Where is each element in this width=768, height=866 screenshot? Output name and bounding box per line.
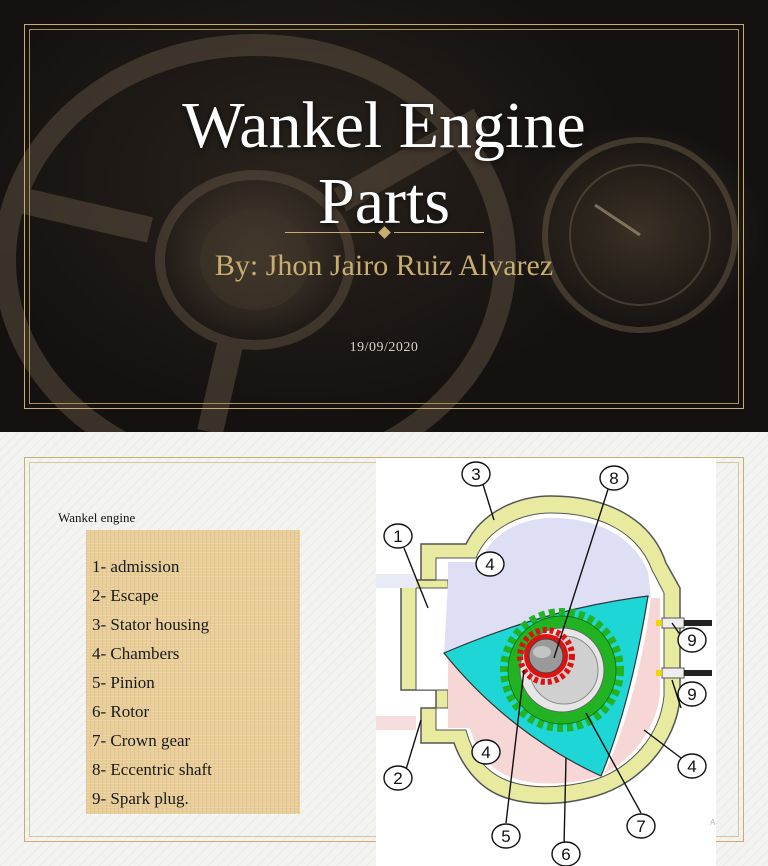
label-9-bottom: 9: [687, 685, 696, 704]
presentation-title: Wankel Engine Parts: [84, 88, 684, 240]
label-numbers: 1 3 8 2 4 4 9 9 4 7 6 5: [393, 465, 696, 864]
leader-9b: [671, 679, 682, 709]
legend-item: 2- Escape: [92, 586, 159, 605]
crown-gear-teeth: [500, 608, 624, 732]
label-6: 6: [561, 845, 570, 864]
chamber-top: [444, 518, 651, 653]
leader-2: [403, 719, 422, 777]
spark-plug-top: [656, 617, 712, 629]
title-line-1: Wankel Engine: [182, 89, 586, 162]
label-2: 2: [393, 769, 402, 788]
label-9-top: 9: [687, 631, 696, 650]
leader-1: [403, 547, 429, 609]
leader-6: [563, 757, 567, 847]
ornament-line-right: [394, 232, 484, 233]
presentation-date: 19/09/2020: [349, 340, 419, 355]
legend-item: 9- Spark plug.: [92, 789, 189, 808]
leader-4c: [643, 729, 682, 759]
title-slide: Wankel Engine Parts By: Jhon Jairo Ruiz …: [0, 0, 768, 432]
title-line-2: Parts: [318, 165, 450, 238]
legend-item: 8- Eccentric shaft: [92, 760, 212, 779]
intake-port: [376, 574, 416, 588]
wankel-diagram-svg: 1 3 8 2 4 4 9 9 4 7 6 5: [376, 461, 712, 866]
label-1: 1: [393, 527, 402, 546]
shaft-highlight: [533, 646, 551, 658]
watermark-text: A: [710, 818, 716, 827]
steering-wheel-background: [0, 34, 738, 432]
legend-item: 4- Chambers: [92, 644, 180, 663]
title-frame-inner: [29, 29, 739, 404]
diagram-caption: Wankel engine: [58, 510, 136, 525]
spark-plug-bottom: [656, 667, 712, 679]
parts-legend: 1- admission 2- Escape 3- Stator housing…: [86, 530, 300, 814]
label-4-top: 4: [485, 555, 494, 574]
legend-item: 6- Rotor: [92, 702, 150, 721]
label-7: 7: [636, 817, 645, 836]
chamber-right: [604, 598, 660, 774]
wankel-diagram: 1 3 8 2 4 4 9 9 4 7 6 5: [376, 458, 716, 866]
parts-slide: Wankel engine 1- admission 2- Escape 3- …: [0, 432, 768, 866]
label-4-bottom: 4: [481, 743, 490, 762]
label-5: 5: [501, 827, 510, 846]
label-8: 8: [609, 469, 618, 488]
presentation-author: By: Jhon Jairo Ruiz Alvarez: [214, 249, 554, 282]
legend-item: 7- Crown gear: [92, 731, 191, 750]
label-4-right: 4: [687, 757, 696, 776]
legend-item: 5- Pinion: [92, 673, 155, 692]
leader-5: [505, 669, 525, 824]
label-3: 3: [471, 465, 480, 484]
exhaust-port: [376, 716, 416, 730]
leader-7: [585, 712, 642, 814]
label-circles: [383, 461, 707, 866]
legend-item: 1- admission: [92, 557, 180, 576]
legend-item: 3- Stator housing: [92, 615, 210, 634]
title-frame-outer: [24, 24, 744, 409]
ornament-line-left: [285, 232, 375, 233]
leader-8: [553, 479, 612, 659]
pinion-teeth: [517, 627, 575, 685]
